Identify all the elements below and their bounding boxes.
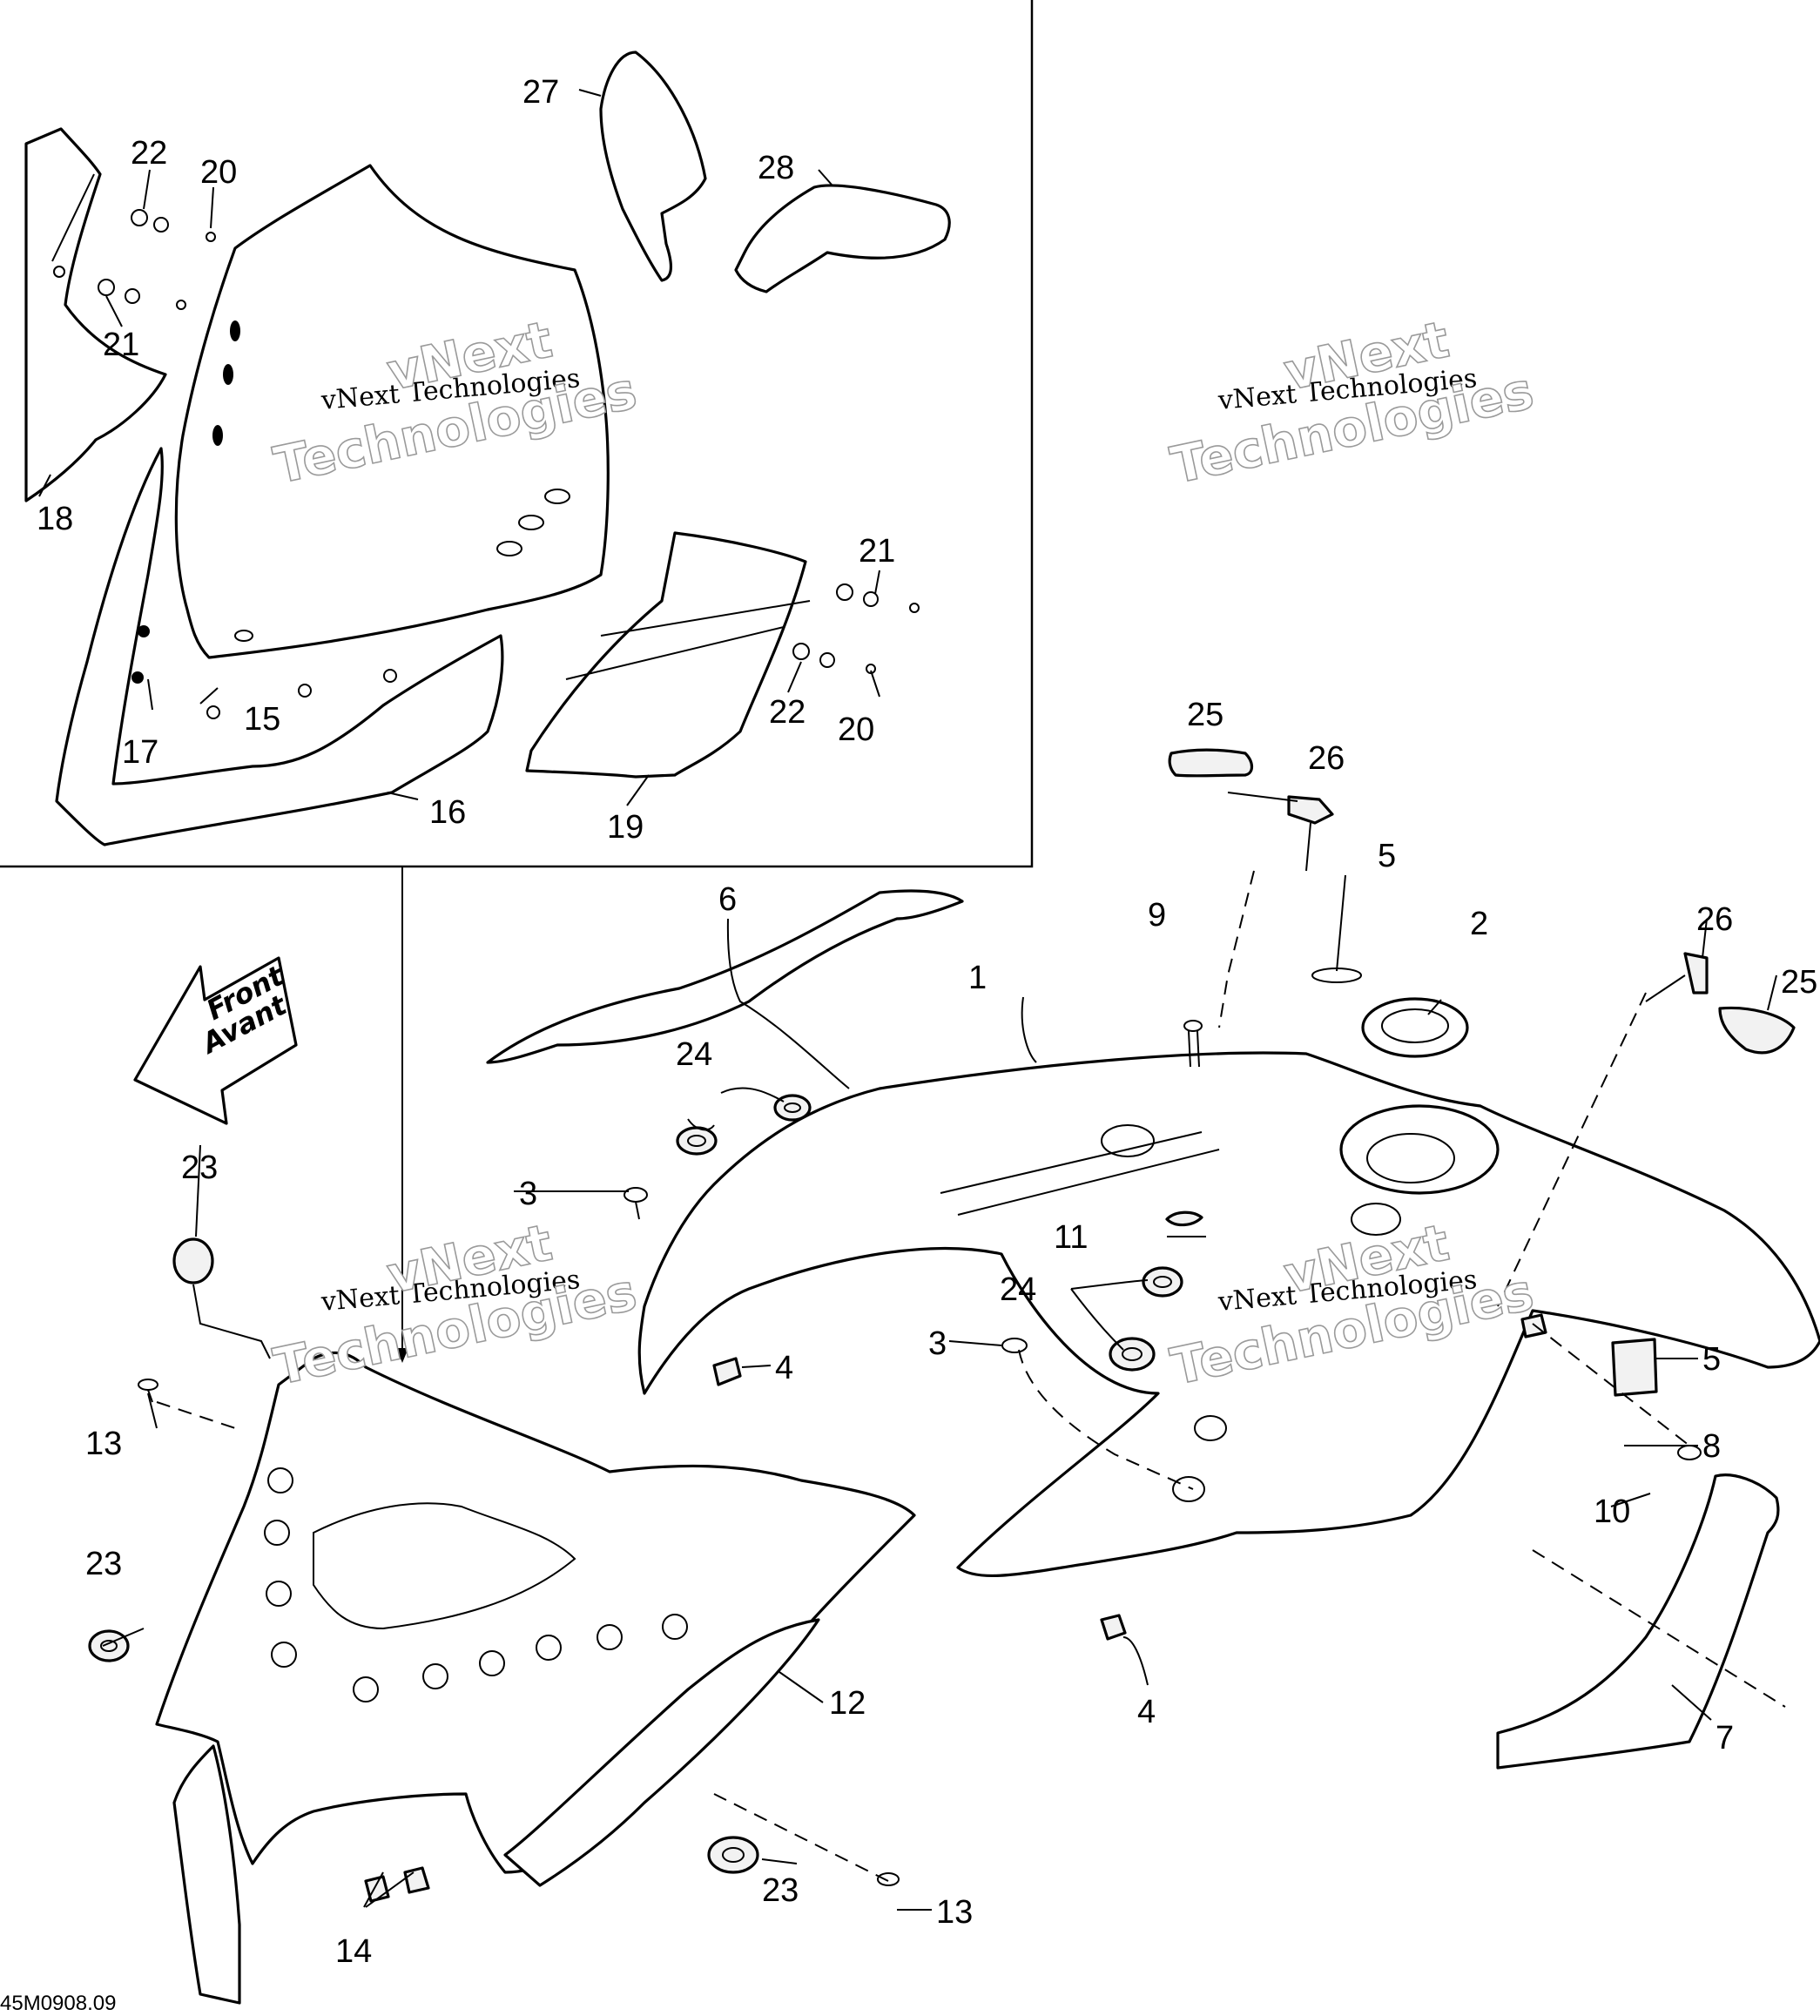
part-label: 19 <box>607 809 644 846</box>
part-label: 22 <box>769 694 806 731</box>
windshield-15 <box>174 164 610 659</box>
part-label: 3 <box>928 1325 947 1362</box>
protector-7 <box>1496 1473 1780 1770</box>
part-label: 13 <box>85 1426 122 1462</box>
main-fasteners <box>88 748 1796 1903</box>
part-label: 11 <box>1054 1219 1088 1256</box>
part-label: 20 <box>838 711 874 748</box>
leader-lines <box>38 89 1786 1911</box>
diagram-code: 45M0908.09 <box>0 1992 116 2015</box>
part-label: 23 <box>181 1150 218 1186</box>
part-label: 14 <box>335 1933 372 1970</box>
part-label: 28 <box>758 150 794 186</box>
part-label: 25 <box>1187 697 1223 733</box>
inset-frame <box>0 0 1034 1363</box>
part-label: 18 <box>37 501 73 537</box>
part-label: 5 <box>1378 838 1396 874</box>
panel-6 <box>486 889 964 1064</box>
front-arrow: Front Avant <box>133 956 298 1125</box>
mirror-28 <box>734 184 951 293</box>
part-label: 1 <box>968 960 987 996</box>
part-label: 26 <box>1696 901 1733 938</box>
part-label: 23 <box>762 1872 799 1909</box>
part-label: 4 <box>1137 1694 1156 1730</box>
mirror-27 <box>599 51 707 282</box>
filler-ring-2 <box>1361 997 1469 1058</box>
deflector-19 <box>525 531 811 779</box>
part-label: 12 <box>829 1685 866 1722</box>
part-label: 21 <box>103 327 139 363</box>
part-label: 20 <box>200 154 237 191</box>
part-label: 10 <box>1594 1493 1630 1530</box>
part-label: 3 <box>519 1176 537 1212</box>
part-label: 7 <box>1716 1720 1734 1756</box>
part-label: 22 <box>131 135 167 172</box>
part-label: 24 <box>1000 1271 1036 1308</box>
part-label: 9 <box>1148 897 1166 934</box>
part-label: 17 <box>122 734 158 771</box>
part-label: 15 <box>244 701 280 738</box>
part-label: 13 <box>936 1894 973 1931</box>
inset-fasteners <box>98 209 920 674</box>
part-label: 16 <box>429 794 466 831</box>
part-label: 8 <box>1702 1428 1721 1465</box>
part-label: 26 <box>1308 740 1345 777</box>
part-label: 23 <box>85 1546 122 1582</box>
part-label: 4 <box>775 1350 793 1386</box>
front-shell-12 <box>155 1351 916 2005</box>
part-label: 2 <box>1470 906 1488 942</box>
lower-shell-16 <box>55 447 504 846</box>
part-labels: 27 28 22 20 21 18 17 15 16 19 21 22 20 2… <box>37 74 1817 1970</box>
part-label: 25 <box>1781 964 1817 1001</box>
part-label: 21 <box>859 533 895 570</box>
part-label: 27 <box>522 74 559 111</box>
part-label: 5 <box>1702 1341 1721 1378</box>
part-label: 6 <box>718 881 737 918</box>
tank-cover-1 <box>637 1051 1820 1578</box>
deflector-18 <box>24 127 167 502</box>
part-label: 24 <box>676 1036 712 1073</box>
